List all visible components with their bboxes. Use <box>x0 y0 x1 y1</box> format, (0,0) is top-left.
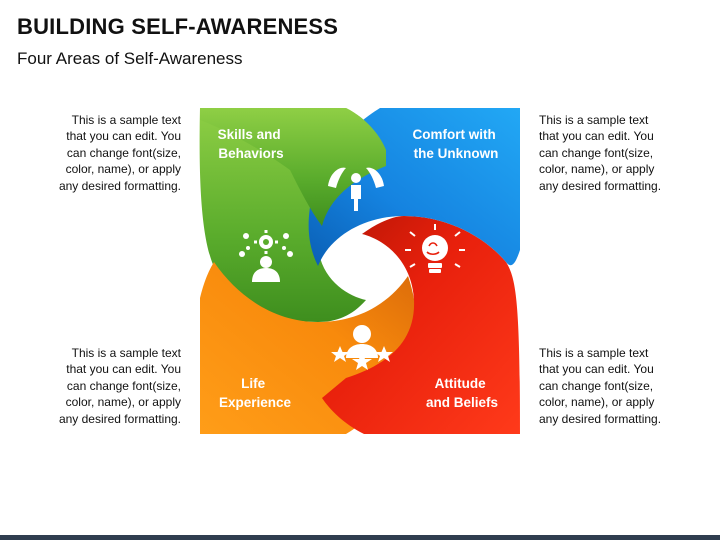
text-block-bottom-right: This is a sample text that you can edit.… <box>539 345 689 427</box>
text-line: any desired formatting. <box>58 411 181 426</box>
text-block-top-right: This is a sample text that you can edit.… <box>539 112 689 194</box>
text-line: This is a sample text <box>539 113 649 127</box>
label-comfort-with-the-unknown: Comfort with the Unknown <box>412 127 499 161</box>
text-block-bottom-left: This is a sample text that you can edit.… <box>31 345 181 427</box>
text-line: can change font(size, <box>66 378 181 393</box>
area-line2: and Beliefs <box>426 395 498 410</box>
person-with-stars-icon <box>331 325 393 370</box>
text-line: This is a sample text <box>71 113 181 127</box>
text-line: color, name), or apply <box>539 395 655 410</box>
label-life-experience: Life Experience <box>219 376 292 410</box>
text-line: that you can edit. You <box>66 362 181 377</box>
text-line: any desired formatting. <box>539 411 662 426</box>
petal-attitude-and-beliefs <box>322 216 520 434</box>
label-attitude-and-beliefs: Attitude and Beliefs <box>426 376 498 410</box>
label-skills-and-behaviors: Skills and Behaviors <box>218 127 285 161</box>
text-line: any desired formatting. <box>58 178 181 193</box>
area-line1: Skills and <box>218 127 281 142</box>
area-line1: Life <box>241 376 265 391</box>
text-line: can change font(size, <box>66 145 181 160</box>
skills-gear-person-icon <box>239 230 293 282</box>
petal-overlap-green <box>200 108 386 226</box>
text-line: color, name), or apply <box>65 395 181 410</box>
text-line: that you can edit. You <box>66 129 181 144</box>
text-line: can change font(size, <box>539 145 654 160</box>
text-line: can change font(size, <box>539 378 654 393</box>
text-line: that you can edit. You <box>539 362 654 377</box>
area-line1: Comfort with <box>412 127 495 142</box>
area-line2: Behaviors <box>218 146 283 161</box>
area-line2: Experience <box>219 395 292 410</box>
text-line: any desired formatting. <box>539 178 662 193</box>
page-title: BUILDING SELF-AWARENESS <box>17 14 339 39</box>
footer-bar <box>0 535 720 540</box>
area-line1: Attitude <box>435 376 486 391</box>
text-line: This is a sample text <box>539 346 649 360</box>
area-line2: the Unknown <box>414 146 499 161</box>
brain-lightbulb-icon <box>405 224 465 273</box>
text-line: This is a sample text <box>71 346 181 360</box>
page-subtitle: Four Areas of Self-Awareness <box>17 49 243 68</box>
text-line: that you can edit. You <box>539 129 654 144</box>
text-block-top-left: This is a sample text that you can edit.… <box>31 112 181 194</box>
hands-protecting-person-icon <box>328 167 384 211</box>
text-line: color, name), or apply <box>539 162 655 177</box>
text-line: color, name), or apply <box>65 162 181 177</box>
